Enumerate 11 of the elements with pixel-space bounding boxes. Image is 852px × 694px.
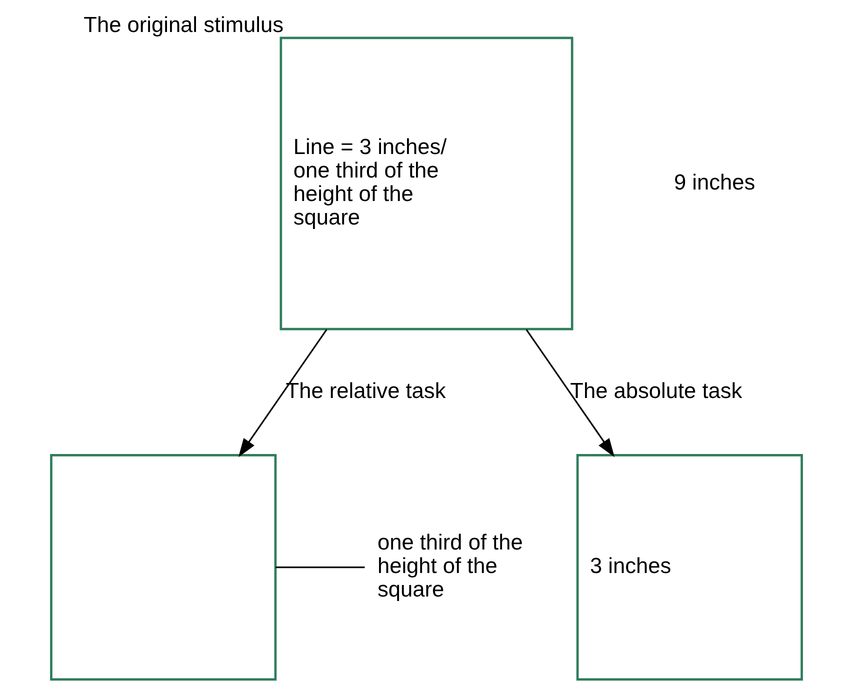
node-text: one third of the height of the square <box>376 530 522 602</box>
edge-label: The absolute task <box>570 378 742 403</box>
edge-label: The relative task <box>285 378 446 403</box>
arrow <box>525 329 614 458</box>
node-box: 3 inches <box>576 454 802 681</box>
label: 9 inches <box>673 169 755 194</box>
arrow <box>238 329 327 458</box>
node-label: The original stimulus <box>83 12 284 37</box>
node-box: Line = 3 inches/ one third of the height of the square <box>279 36 573 330</box>
node-box <box>50 454 276 681</box>
connector <box>275 566 364 568</box>
